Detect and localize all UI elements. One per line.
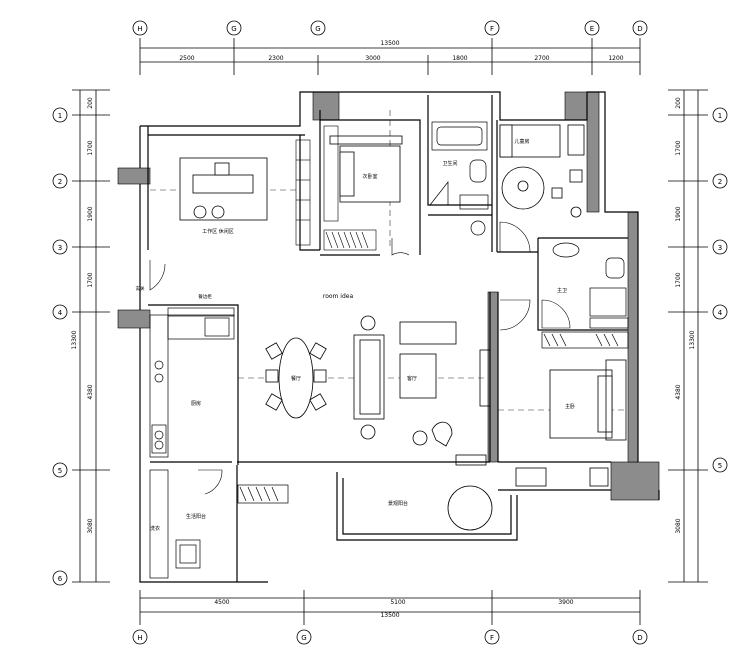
master-bedroom-label: 主卧 bbox=[565, 403, 575, 410]
utility-label: 生活阳台 bbox=[186, 513, 206, 520]
living-sofa-set bbox=[353, 315, 491, 447]
bottom-dim-3: 3900 bbox=[558, 599, 573, 606]
top-dimension-chain bbox=[139, 38, 641, 75]
right-dimension-chain bbox=[668, 89, 708, 583]
grid-bottom-4: D bbox=[637, 634, 642, 642]
left-dim-6: 3080 bbox=[87, 518, 94, 533]
grid-top-3: G bbox=[315, 25, 320, 33]
grid-top-4: F bbox=[490, 25, 494, 33]
bottom-dimension-chain bbox=[139, 590, 641, 625]
grid-left-3: 3 bbox=[58, 244, 62, 252]
top-grid-bubbles bbox=[132, 20, 648, 36]
grid-top-1: H bbox=[137, 25, 142, 33]
master-bath-fixtures bbox=[541, 242, 629, 349]
balcony-furniture bbox=[447, 454, 493, 531]
living-area-label: room idea bbox=[323, 293, 354, 300]
grid-right-4: 4 bbox=[718, 309, 723, 317]
living-label: 客厅 bbox=[407, 375, 417, 382]
grid-right-1: 1 bbox=[718, 112, 722, 120]
left-dim-1: 200 bbox=[87, 97, 94, 109]
bedroom2-label: 次卧室 bbox=[362, 173, 377, 180]
right-grid-bubbles bbox=[712, 107, 728, 473]
bottom-grid-bubbles bbox=[132, 629, 648, 645]
bedroom2-wardrobe bbox=[323, 125, 377, 251]
left-total-dim: 13300 bbox=[71, 330, 78, 349]
cabinet-label: 餐边柜 bbox=[198, 293, 212, 300]
balcony-label: 景观阳台 bbox=[388, 500, 408, 507]
study-desk bbox=[179, 157, 268, 221]
master-bath-door[interactable] bbox=[541, 299, 571, 329]
bath2-fixtures bbox=[429, 121, 489, 236]
study-shelf bbox=[295, 139, 311, 246]
kids-room-furniture bbox=[499, 124, 585, 218]
grid-left-4: 4 bbox=[58, 309, 63, 317]
dining-table bbox=[265, 337, 327, 419]
left-dim-3: 1900 bbox=[87, 206, 94, 221]
bedroom2-bed bbox=[329, 135, 403, 203]
grid-left-1: 1 bbox=[58, 112, 62, 120]
top-dim-2: 2300 bbox=[268, 55, 283, 62]
bottom-total-dim: 13500 bbox=[380, 612, 399, 619]
bottom-dim-1: 4500 bbox=[214, 599, 229, 606]
master-bath-label: 主卫 bbox=[557, 287, 567, 294]
master-bedroom-door[interactable] bbox=[499, 299, 531, 331]
grid-bottom-2: G bbox=[301, 634, 306, 642]
right-dim-3: 1900 bbox=[675, 206, 682, 221]
bottom-dim-2: 5100 bbox=[390, 599, 405, 606]
bath2-label: 卫生间 bbox=[442, 160, 457, 167]
grid-top-5: E bbox=[590, 25, 594, 33]
grid-left-5: 5 bbox=[58, 467, 62, 475]
top-dim-5: 2700 bbox=[534, 55, 549, 62]
grid-top-6: D bbox=[637, 25, 642, 33]
right-dim-1: 200 bbox=[675, 97, 682, 109]
study-label: 工作区 休闲区 bbox=[202, 228, 234, 235]
grid-right-3: 3 bbox=[718, 244, 722, 252]
grid-bottom-3: F bbox=[490, 634, 494, 642]
utility-door[interactable] bbox=[198, 469, 223, 495]
top-dim-4: 1800 bbox=[452, 55, 467, 62]
utility-fixtures bbox=[149, 469, 289, 579]
left-dim-5: 4380 bbox=[87, 384, 94, 399]
entry-label: 玄关 bbox=[136, 285, 145, 292]
top-dim-3: 3000 bbox=[365, 55, 380, 62]
bedroom2-door[interactable] bbox=[391, 238, 410, 256]
grid-top-2: G bbox=[231, 25, 236, 33]
left-dimension-chain bbox=[72, 89, 110, 583]
right-total-dim: 13300 bbox=[689, 330, 696, 349]
grid-bottom-1: H bbox=[137, 634, 142, 642]
kids-room-label: 儿童房 bbox=[514, 138, 529, 145]
entry-door[interactable] bbox=[149, 260, 166, 291]
kitchen-counter bbox=[149, 307, 235, 458]
top-total-dim: 13500 bbox=[380, 40, 399, 47]
top-dim-6: 1200 bbox=[608, 55, 623, 62]
left-dim-2: 1700 bbox=[87, 140, 94, 155]
grid-left-6: 6 bbox=[58, 575, 63, 583]
right-dim-5: 4380 bbox=[675, 384, 682, 399]
right-dim-2: 1700 bbox=[675, 140, 682, 155]
kitchen-label: 厨房 bbox=[191, 400, 201, 407]
wall-lines bbox=[139, 91, 660, 583]
right-dim-4: 1700 bbox=[675, 272, 682, 287]
bath2-door[interactable] bbox=[499, 221, 531, 253]
grid-left-2: 2 bbox=[58, 178, 62, 186]
grid-right-2: 2 bbox=[718, 178, 722, 186]
grid-right-5: 5 bbox=[718, 462, 722, 470]
left-grid-bubbles bbox=[52, 107, 68, 586]
dining-label: 餐厅 bbox=[291, 375, 301, 382]
right-dim-6: 3080 bbox=[675, 518, 682, 533]
left-dim-4: 1700 bbox=[87, 272, 94, 287]
laundry-label: 洗衣 bbox=[150, 525, 160, 532]
top-dim-1: 2500 bbox=[179, 55, 194, 62]
master-bed bbox=[515, 359, 627, 487]
